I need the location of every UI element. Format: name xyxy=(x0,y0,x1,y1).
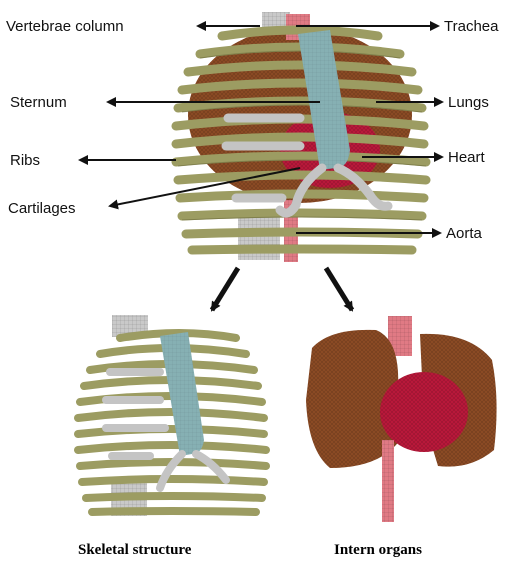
label-vertebrae-column: Vertebrae column xyxy=(6,18,124,35)
full-thorax-model xyxy=(176,12,426,262)
skeletal-structure-model xyxy=(78,315,266,516)
label-lungs: Lungs xyxy=(448,94,489,111)
label-trachea: Trachea xyxy=(444,18,499,35)
to-organs-arrow xyxy=(326,268,352,310)
caption-skeletal-structure: Skeletal structure xyxy=(78,542,192,558)
caption-intern-organs: Intern organs xyxy=(334,542,422,558)
label-heart: Heart xyxy=(448,149,486,166)
intern-organs-model xyxy=(306,316,497,522)
label-ribs: Ribs xyxy=(10,152,40,169)
label-aorta: Aorta xyxy=(446,225,483,242)
label-cartilages: Cartilages xyxy=(8,200,76,217)
split-arrows xyxy=(212,268,352,310)
to-skeletal-arrow xyxy=(212,268,238,310)
label-sternum: Sternum xyxy=(10,94,67,111)
